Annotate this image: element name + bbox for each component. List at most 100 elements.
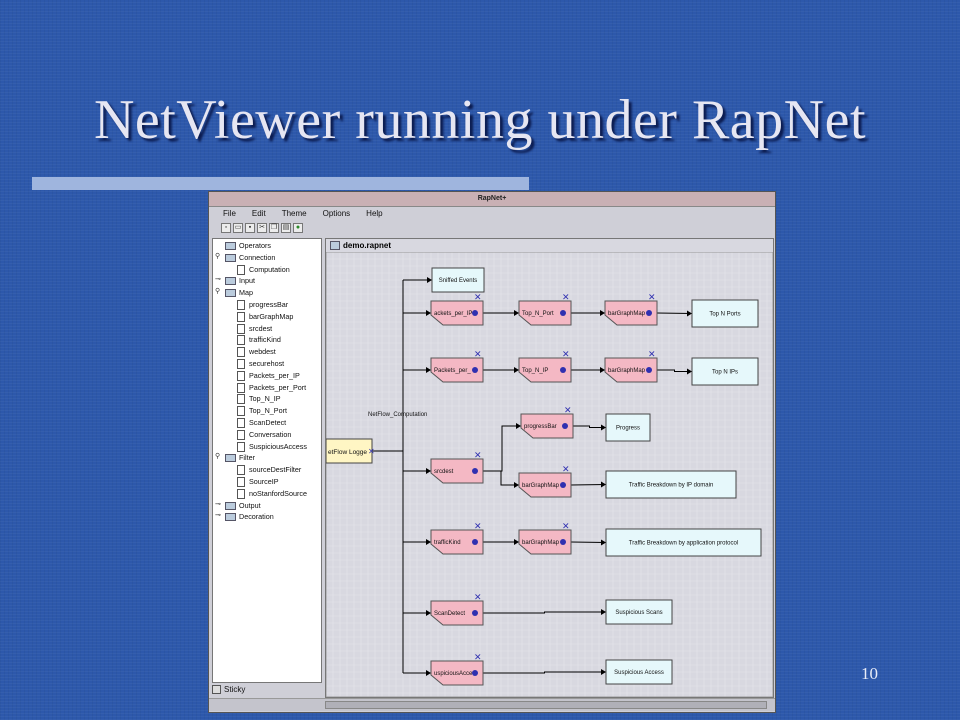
tree-item[interactable]: trafficKind	[237, 334, 281, 346]
dataflow-canvas[interactable]: etFlow Logge✕NetFlow_ComputationSniffed …	[326, 252, 773, 697]
tree-folder[interactable]: Decoration	[225, 511, 274, 522]
operator-node[interactable]	[430, 600, 484, 626]
output-node[interactable]	[605, 599, 673, 625]
node-label[interactable]: uspiciousAcce	[434, 671, 473, 677]
run-icon[interactable]: ●	[293, 223, 303, 233]
arrowhead-icon	[687, 368, 692, 375]
operator-node[interactable]	[518, 357, 572, 383]
node-label[interactable]: Packets_per_	[434, 368, 471, 374]
operator-node[interactable]	[604, 357, 658, 383]
node-label[interactable]: ScanDetect	[434, 611, 465, 617]
operator-node[interactable]	[430, 660, 484, 686]
operator-node[interactable]	[520, 413, 574, 439]
node-label[interactable]: Sniffed Events	[439, 278, 478, 284]
flow-label: NetFlow_Computation	[368, 412, 427, 418]
expand-toggle-icon[interactable]: ⊸	[215, 500, 221, 508]
file-icon	[237, 429, 245, 440]
menu-theme[interactable]: Theme	[281, 209, 307, 218]
expand-toggle-icon[interactable]: ⊸	[215, 276, 221, 284]
node-label[interactable]: ackets_per_IP	[434, 311, 472, 317]
tree-label: trafficKind	[249, 335, 281, 345]
node-label[interactable]: Top N Ports	[709, 312, 740, 318]
file-icon	[237, 347, 245, 358]
operator-node[interactable]	[430, 357, 484, 383]
output-node[interactable]	[691, 299, 759, 328]
tree-folder[interactable]: Connection	[225, 252, 275, 263]
operator-node[interactable]	[604, 300, 658, 326]
tree-item[interactable]: Packets_per_IP	[237, 370, 300, 381]
node-label[interactable]: barGraphMap	[522, 540, 560, 546]
tree-item[interactable]: Conversation	[237, 429, 291, 440]
tree-item[interactable]: Packets_per_Port	[237, 382, 306, 393]
output-node[interactable]	[691, 357, 759, 386]
new-file-icon[interactable]: ▫	[221, 223, 231, 233]
tree-item[interactable]: barGraphMap	[237, 311, 293, 322]
tree-folder[interactable]: Operators	[225, 240, 271, 251]
copy-icon[interactable]: ❐	[269, 223, 279, 233]
tree-item[interactable]: Computation	[237, 264, 290, 275]
tree-item[interactable]: webdest	[237, 346, 276, 358]
sticky-toggle[interactable]: Sticky	[212, 685, 245, 695]
node-label[interactable]: srcdest	[434, 469, 454, 475]
tree-item[interactable]: sourceDestFilter	[237, 464, 301, 476]
tree-item[interactable]: ScanDetect	[237, 417, 286, 429]
tree-item[interactable]: SuspiciousAccess	[237, 441, 307, 452]
arrowhead-icon	[601, 424, 606, 431]
node-label[interactable]: progressBar	[524, 424, 557, 430]
operator-node[interactable]	[518, 300, 572, 326]
tree-item[interactable]: Top_N_IP	[237, 393, 281, 405]
tree-item[interactable]: srcdest	[237, 323, 272, 334]
cut-icon[interactable]: ✂	[257, 223, 267, 233]
operator-node[interactable]	[430, 300, 484, 326]
expand-toggle-icon[interactable]: ⊸	[215, 512, 221, 520]
menu-options[interactable]: Options	[322, 209, 351, 218]
output-node[interactable]	[605, 659, 673, 685]
node-label[interactable]: Top N IPs	[712, 370, 738, 376]
arrowhead-icon	[601, 609, 606, 615]
menu-help[interactable]: Help	[366, 209, 383, 218]
sticky-checkbox[interactable]	[212, 685, 221, 695]
operator-node[interactable]	[430, 529, 484, 555]
operator-node[interactable]	[518, 472, 572, 498]
menu-edit[interactable]: Edit	[251, 209, 266, 218]
output-node[interactable]	[431, 267, 485, 293]
tree-item[interactable]: securehost	[237, 358, 284, 370]
node-label[interactable]: trafficKind	[434, 540, 461, 546]
tree-folder[interactable]: Filter	[225, 452, 255, 463]
output-node[interactable]	[605, 413, 651, 442]
node-label[interactable]: barGraphMap	[608, 368, 646, 374]
tree-item[interactable]: progressBar	[237, 299, 288, 311]
file-icon	[237, 406, 245, 417]
tree-item[interactable]: SourceIP	[237, 476, 279, 488]
tree-item[interactable]: Top_N_Port	[237, 405, 287, 417]
tree-folder[interactable]: Output	[225, 500, 261, 511]
paste-icon[interactable]: ▤	[281, 223, 291, 233]
save-icon[interactable]: ▪	[245, 223, 255, 233]
node-label[interactable]: Progress	[616, 426, 640, 432]
folder-icon	[225, 242, 236, 251]
operator-node[interactable]	[430, 458, 484, 484]
open-folder-icon[interactable]: ▭	[233, 223, 243, 233]
tree-folder[interactable]: Input	[225, 275, 255, 286]
operator-node[interactable]	[518, 529, 572, 555]
collapse-toggle-icon[interactable]: ⚲	[215, 288, 221, 296]
node-label[interactable]: Top_N_IP	[522, 368, 548, 374]
logger-node[interactable]	[326, 438, 373, 464]
node-label[interactable]: Suspicious Access	[614, 670, 664, 676]
node-label[interactable]: Top_N_Port	[522, 311, 554, 317]
scrollbar-thumb[interactable]	[325, 701, 767, 709]
collapse-toggle-icon[interactable]: ⚲	[215, 453, 221, 461]
output-node[interactable]	[605, 528, 762, 557]
canvas-tab[interactable]: demo.rapnet	[326, 239, 773, 252]
tree-item[interactable]: noStanfordSource	[237, 488, 307, 499]
node-label[interactable]: Traffic Breakdown by application protoco…	[629, 541, 738, 547]
node-label[interactable]: barGraphMap	[522, 483, 560, 489]
close-x-icon: ✕	[474, 652, 482, 662]
node-label[interactable]: Traffic Breakdown by IP domain	[629, 483, 714, 489]
node-label[interactable]: barGraphMap	[608, 311, 646, 317]
menu-file[interactable]: File	[223, 209, 236, 218]
collapse-toggle-icon[interactable]: ⚲	[215, 252, 221, 260]
tree-folder[interactable]: Map	[225, 287, 253, 298]
output-node[interactable]	[605, 470, 737, 499]
node-label[interactable]: Suspicious Scans	[615, 610, 662, 616]
